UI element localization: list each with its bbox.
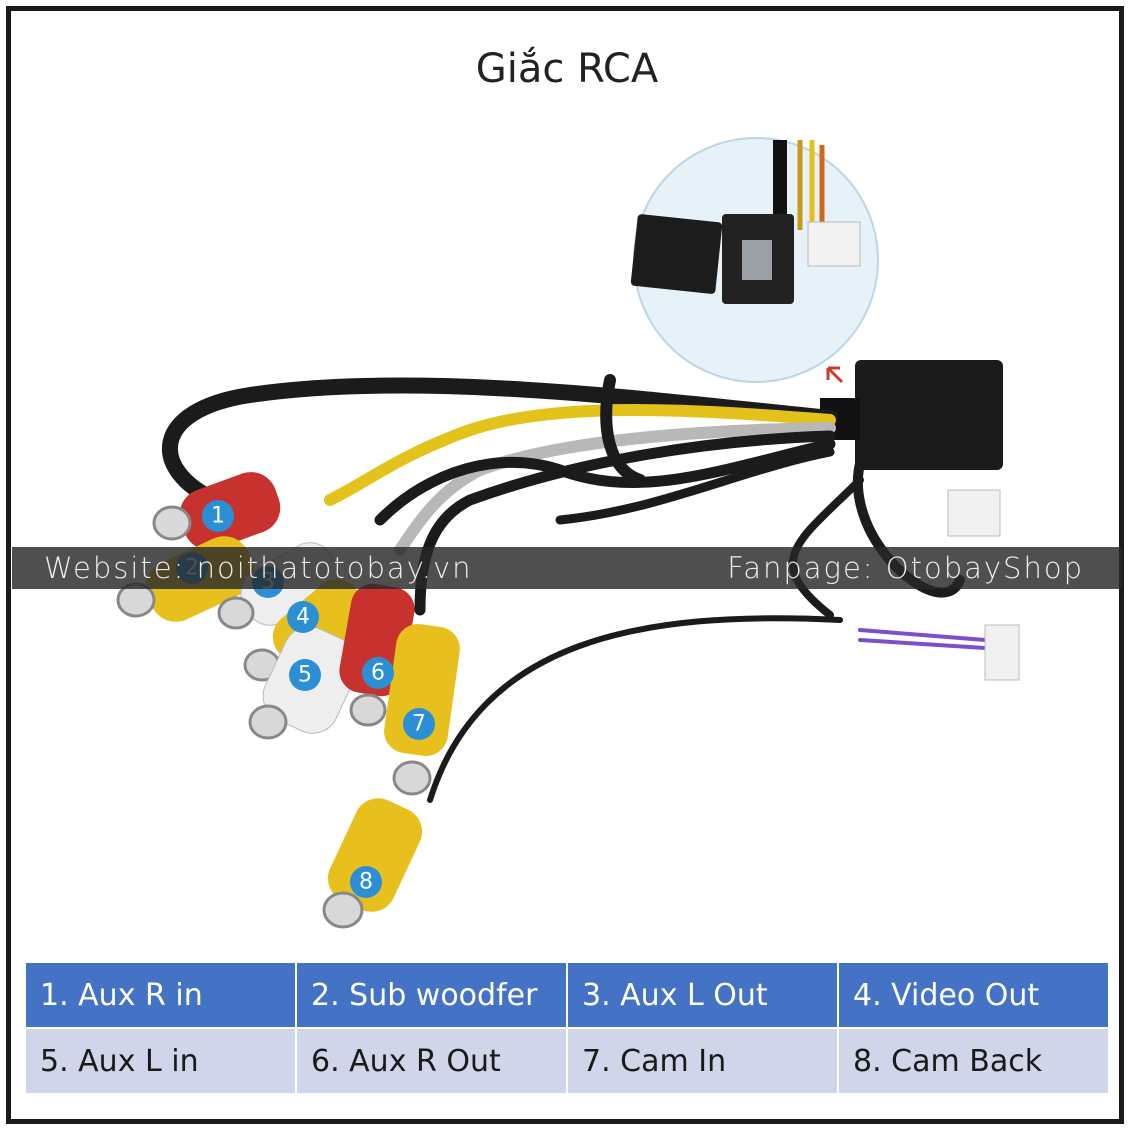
legend-cell: 7. Cam In: [567, 1028, 838, 1094]
svg-text:5: 5: [298, 663, 312, 688]
page-title: Giắc RCA: [475, 46, 659, 92]
badge-5: 5: [289, 659, 321, 691]
main-connector: [855, 360, 1003, 470]
svg-text:7: 7: [412, 712, 426, 737]
legend-cell: 3. Aux L Out: [567, 962, 838, 1028]
legend-cell: 1. Aux R in: [25, 962, 296, 1028]
svg-text:8: 8: [359, 870, 373, 895]
white-plug-connector: [947, 489, 1001, 537]
connector-closeup-inset: [630, 137, 879, 383]
badge-4: 4: [287, 601, 319, 633]
legend-cell: 2. Sub woodfer: [296, 962, 567, 1028]
fanpage-watermark: Fanpage: OtobayShop: [727, 551, 1084, 585]
badge-1: 1: [202, 500, 234, 532]
website-watermark: Website: noithatotobay.vn: [44, 551, 473, 585]
badge-8: 8: [350, 866, 382, 898]
legend-cell: 4. Video Out: [838, 962, 1109, 1028]
camera-plug-connector: [984, 624, 1020, 681]
svg-text:1: 1: [211, 504, 225, 529]
watermark-banner: Website: noithatotobay.vn Fanpage: Otoba…: [12, 547, 1122, 589]
legend-row: 1. Aux R in 2. Sub woodfer 3. Aux L Out …: [25, 962, 1109, 1028]
legend-cell: 8. Cam Back: [838, 1028, 1109, 1094]
legend-cell: 6. Aux R Out: [296, 1028, 567, 1094]
legend-row: 5. Aux L in 6. Aux R Out 7. Cam In 8. Ca…: [25, 1028, 1109, 1094]
svg-text:4: 4: [296, 605, 310, 630]
pin-legend-table: 1. Aux R in 2. Sub woodfer 3. Aux L Out …: [25, 962, 1109, 1094]
rca-plug-8: [322, 798, 423, 929]
legend-cell: 5. Aux L in: [25, 1028, 296, 1094]
badge-6: 6: [362, 657, 394, 689]
badge-7: 7: [403, 708, 435, 740]
svg-text:6: 6: [371, 661, 385, 686]
